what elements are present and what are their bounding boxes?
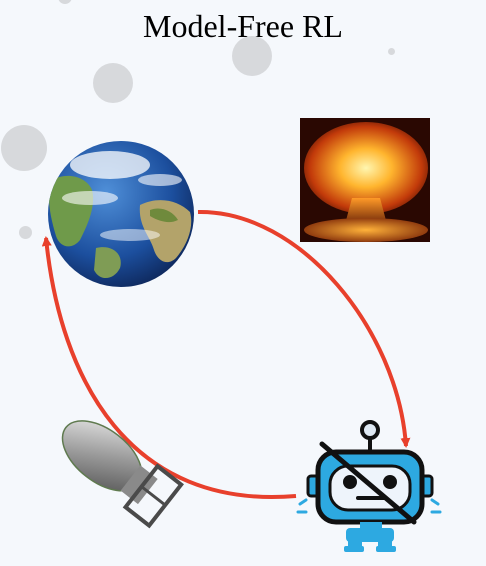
arrow-agent-to-earth [41, 236, 297, 500]
bubble-decoration [1, 125, 47, 171]
bubble-decoration [58, 0, 72, 4]
arrow-earth-to-agent [197, 209, 411, 448]
bubble-decoration [388, 48, 395, 55]
bubble-decoration [19, 226, 32, 239]
bubble-decoration [232, 36, 272, 76]
bubble-decoration [93, 63, 133, 103]
